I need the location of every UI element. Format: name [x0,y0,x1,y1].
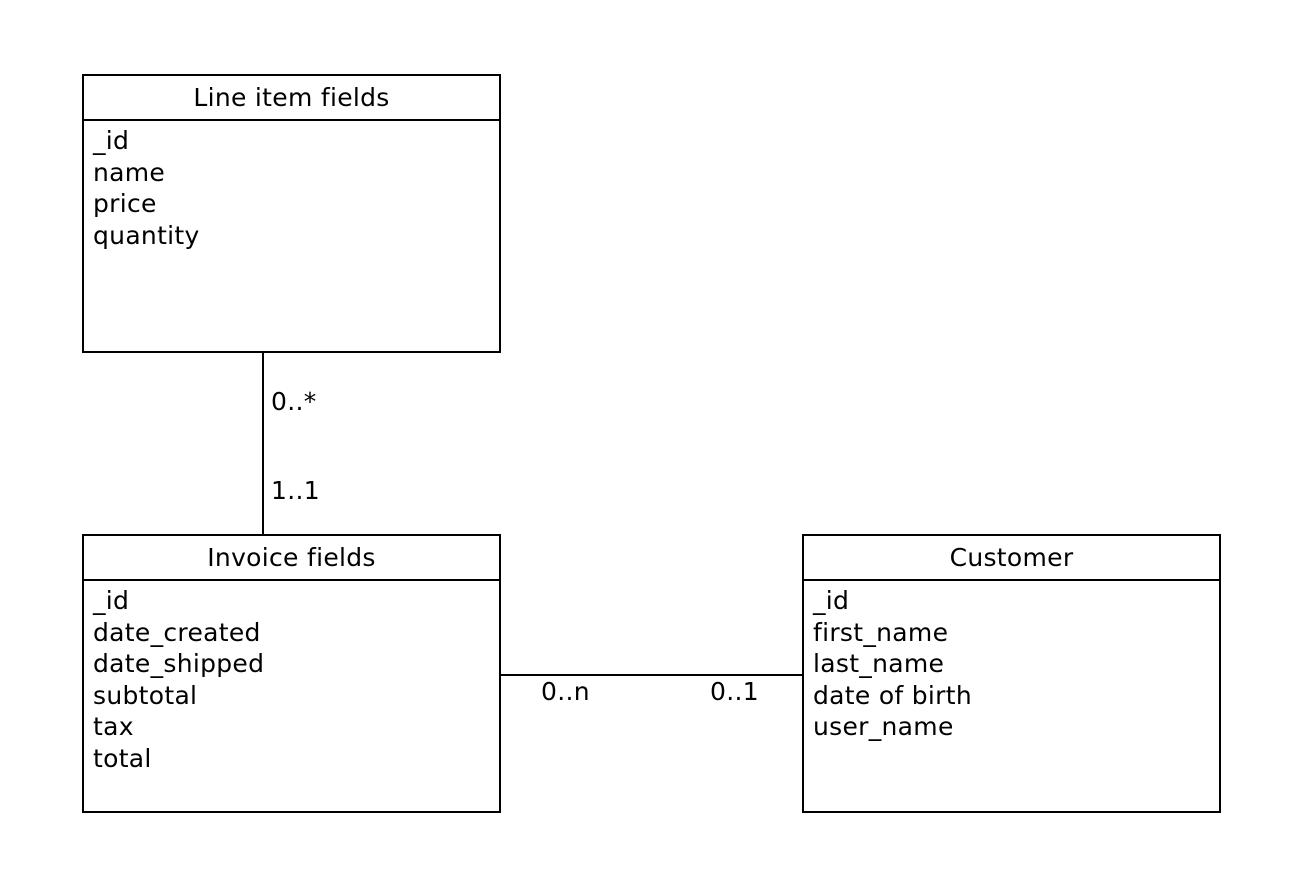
field-item: _id [93,586,130,615]
field-item: last_name [813,649,945,678]
field-item: date of birth [813,680,973,710]
invoice-class-box[interactable]: Invoice fields _id date_created date_shi… [82,534,501,813]
line-item-class-title: Line item fields [84,76,499,121]
line-item-field-list: _id name price quantity [84,121,499,251]
customer-class-box[interactable]: Customer _id first_name last_name date o… [802,534,1221,813]
invoice-field-list: _id date_created date_shipped subtotal t… [84,581,499,774]
field-item: total [93,743,152,773]
field-item: quantity [93,220,200,250]
field-item: user_name [813,712,954,741]
field-item: name [93,157,166,187]
invoice-class-title: Invoice fields [84,536,499,581]
field-item: first_name [813,617,949,647]
invoice-multiplicity-label-right: 0..n [541,677,590,706]
field-item: price [93,189,157,218]
invoice-multiplicity-label-top: 1..1 [271,476,320,505]
field-item: tax [93,712,134,741]
field-item: _id [93,126,130,155]
customer-field-list: _id first_name last_name date of birth u… [804,581,1219,743]
field-item: date_created [93,617,261,647]
field-item: date_shipped [93,649,265,678]
invoice-customer-association-line[interactable] [501,674,802,676]
customer-multiplicity-label: 0..1 [710,677,759,706]
field-item: subtotal [93,680,198,710]
field-item: _id [813,586,850,615]
line-item-invoice-association-line[interactable] [262,353,264,534]
customer-class-title: Customer [804,536,1219,581]
line-item-multiplicity-label: 0..* [271,387,317,416]
line-item-class-box[interactable]: Line item fields _id name price quantity [82,74,501,353]
